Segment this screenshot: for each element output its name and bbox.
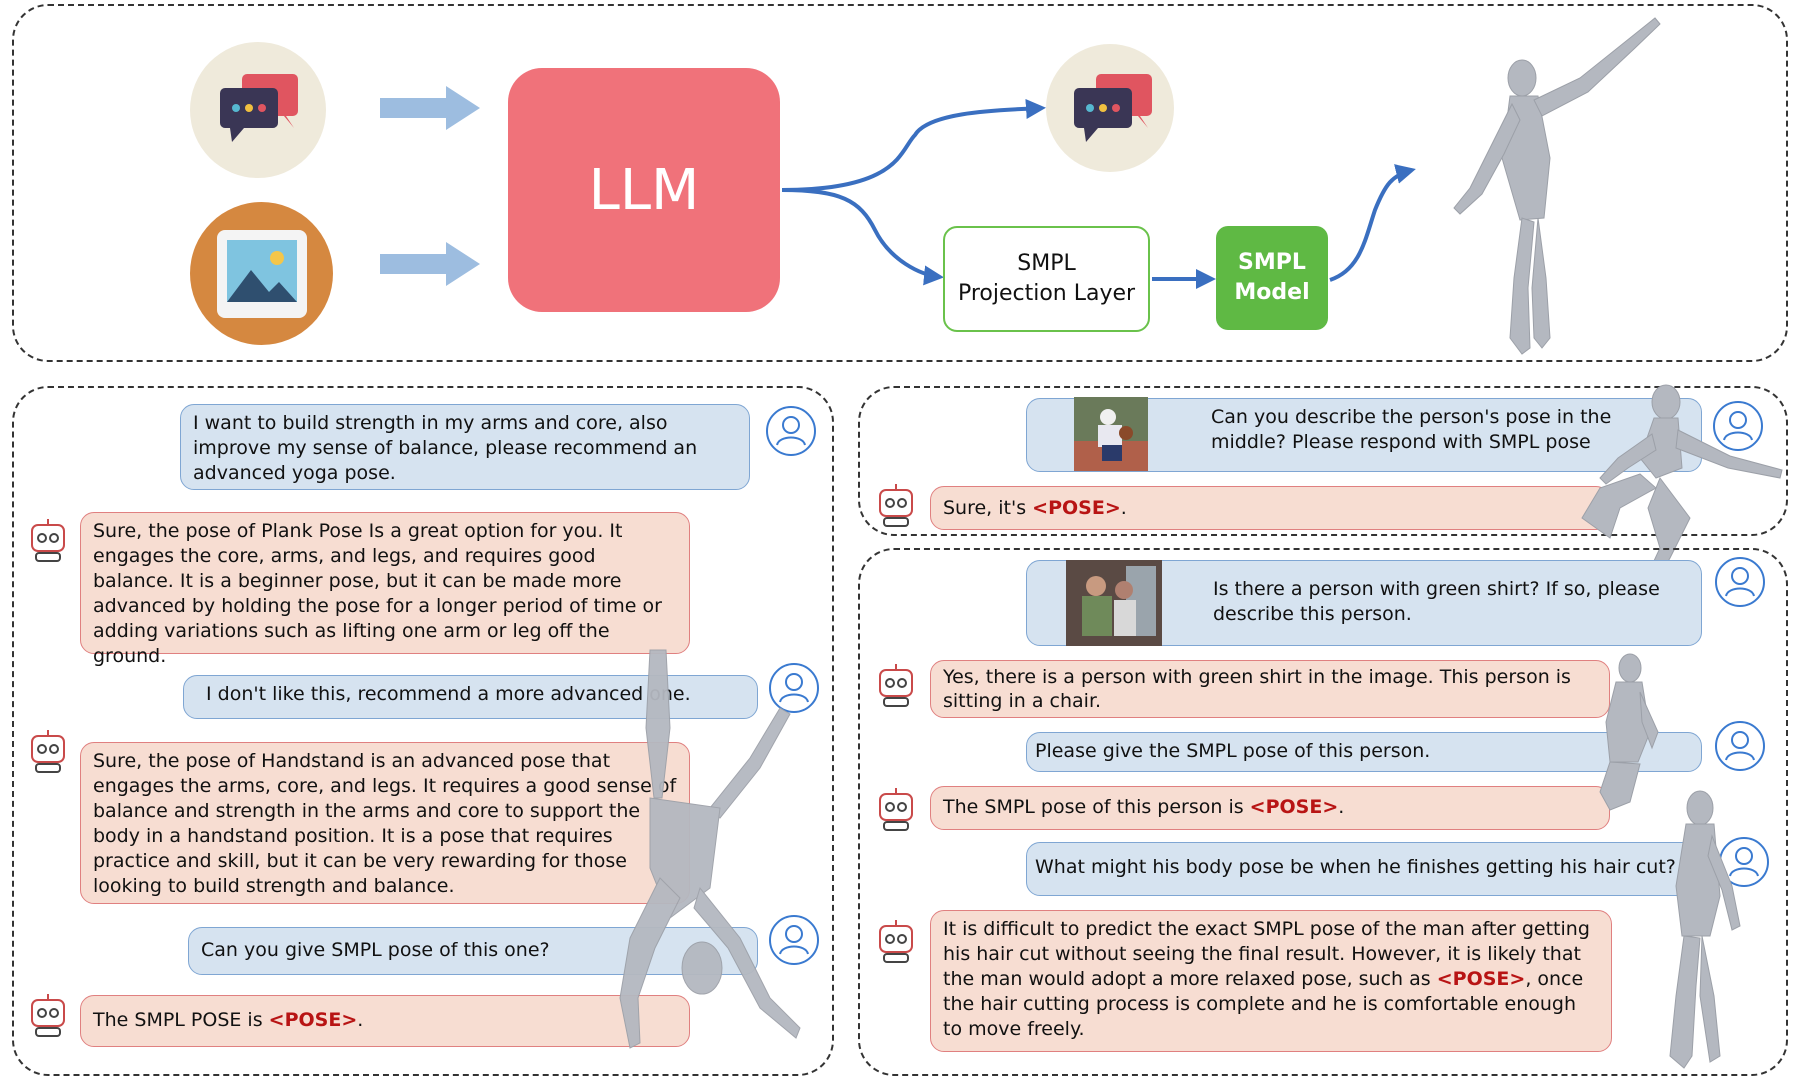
human-mesh-figure xyxy=(1453,17,1661,355)
output-arrows xyxy=(781,99,1416,289)
pose-token: <POSE> xyxy=(268,1009,358,1031)
bot-message-3-prefix: The SMPL POSE is xyxy=(93,1009,269,1031)
sitting-mesh-figure xyxy=(1599,653,1659,811)
right-top-bot-prefix: Sure, it's xyxy=(943,497,1033,519)
right-top-bot-message: Sure, it's <POSE>. xyxy=(930,486,1610,530)
pose-token: <POSE> xyxy=(1249,796,1339,818)
bot-message-2: Sure, the pose of Handstand is an advanc… xyxy=(80,742,690,904)
right-top-chat-panel xyxy=(858,386,1788,536)
user-message-3: Can you give SMPL pose of this one? xyxy=(188,927,758,975)
right-bottom-bot-message-2-suffix: . xyxy=(1338,796,1345,818)
projection-line2: Projection Layer xyxy=(957,281,1136,306)
robot-icon xyxy=(31,994,65,1037)
user-message-2-text: I don't like this, recommend a more adva… xyxy=(206,683,691,705)
baseball-photo xyxy=(1074,397,1148,471)
right-bottom-user-message-3: What might his body pose be when he fini… xyxy=(1026,842,1702,896)
chat-bubbles-icon xyxy=(1074,74,1152,142)
right-bottom-user-message-3-text: What might his body pose be when he fini… xyxy=(1035,856,1676,878)
right-top-bot-suffix: . xyxy=(1120,497,1127,519)
user-message-1-text: I want to build strength in my arms and … xyxy=(193,412,698,484)
right-bottom-bot-message-1: Yes, there is a person with green shirt … xyxy=(930,660,1610,718)
right-bottom-user-message-2: Please give the SMPL pose of this person… xyxy=(1026,732,1702,772)
smpl-model-block: SMPL Model xyxy=(1216,226,1328,330)
right-top-user-message-text: Can you describe the person's pose in th… xyxy=(1211,406,1612,453)
user-message-1: I want to build strength in my arms and … xyxy=(180,404,750,490)
barbershop-photo xyxy=(1066,560,1162,646)
right-bottom-bot-message-1-text: Yes, there is a person with green shirt … xyxy=(943,666,1571,712)
robot-icon xyxy=(31,519,65,562)
user-icon xyxy=(1715,557,1765,607)
bot-message-2-text: Sure, the pose of Handstand is an advanc… xyxy=(93,750,677,897)
right-bottom-bot-message-2-prefix: The SMPL pose of this person is xyxy=(943,796,1250,818)
right-bottom-chat-panel xyxy=(858,548,1788,1076)
user-icon xyxy=(1715,721,1765,771)
bot-message-3-suffix: . xyxy=(357,1009,364,1031)
right-bottom-bot-message-3-part2: , once the hair cutting process is compl… xyxy=(943,968,1584,1040)
right-bottom-user-message-2-text: Please give the SMPL pose of this person… xyxy=(1035,740,1431,762)
pose-token: <POSE> xyxy=(1436,968,1526,990)
bot-message-1: Sure, the pose of Plank Pose Is a great … xyxy=(80,512,690,667)
pipeline-panel xyxy=(12,4,1788,362)
robot-icon xyxy=(31,730,65,773)
bot-message-3: The SMPL POSE is <POSE>. xyxy=(80,995,690,1047)
arrow-icon xyxy=(380,242,480,286)
arrow-icon xyxy=(380,86,480,130)
right-bottom-bot-message-3-part1: It is difficult to predict the exact SMP… xyxy=(943,918,1590,990)
image-icon xyxy=(217,230,307,318)
standing-mesh-figure xyxy=(1669,790,1741,1069)
smpl-projection-layer: SMPL Projection Layer xyxy=(943,226,1150,332)
smpl-line1: SMPL xyxy=(1238,250,1306,275)
llm-block: LLM xyxy=(508,68,780,312)
robot-icon xyxy=(879,788,913,831)
smpl-line2: Model xyxy=(1234,280,1310,305)
robot-icon xyxy=(879,920,913,963)
user-icon xyxy=(1713,401,1763,451)
right-bottom-bot-message-3: It is difficult to predict the exact SMP… xyxy=(930,910,1612,1052)
pose-token: <POSE> xyxy=(1032,497,1121,519)
llm-label: LLM xyxy=(588,157,700,223)
crouching-mesh-figure xyxy=(1581,384,1783,583)
user-icon xyxy=(769,663,819,713)
robot-icon xyxy=(879,664,913,707)
user-icon xyxy=(769,915,819,965)
user-message-3-text: Can you give SMPL pose of this one? xyxy=(201,939,550,961)
chat-bubbles-icon xyxy=(220,74,298,142)
robot-icon xyxy=(879,484,913,527)
bot-message-1-text: Sure, the pose of Plank Pose Is a great … xyxy=(93,520,662,667)
left-chat-panel xyxy=(12,386,834,1076)
right-bottom-bot-message-2: The SMPL pose of this person is <POSE>. xyxy=(930,786,1610,830)
user-icon xyxy=(766,406,816,456)
handstand-mesh-figure xyxy=(619,649,801,1049)
projection-line1: SMPL xyxy=(1017,251,1076,276)
right-bottom-user-message-1-text: Is there a person with green shirt? If s… xyxy=(1213,578,1660,625)
